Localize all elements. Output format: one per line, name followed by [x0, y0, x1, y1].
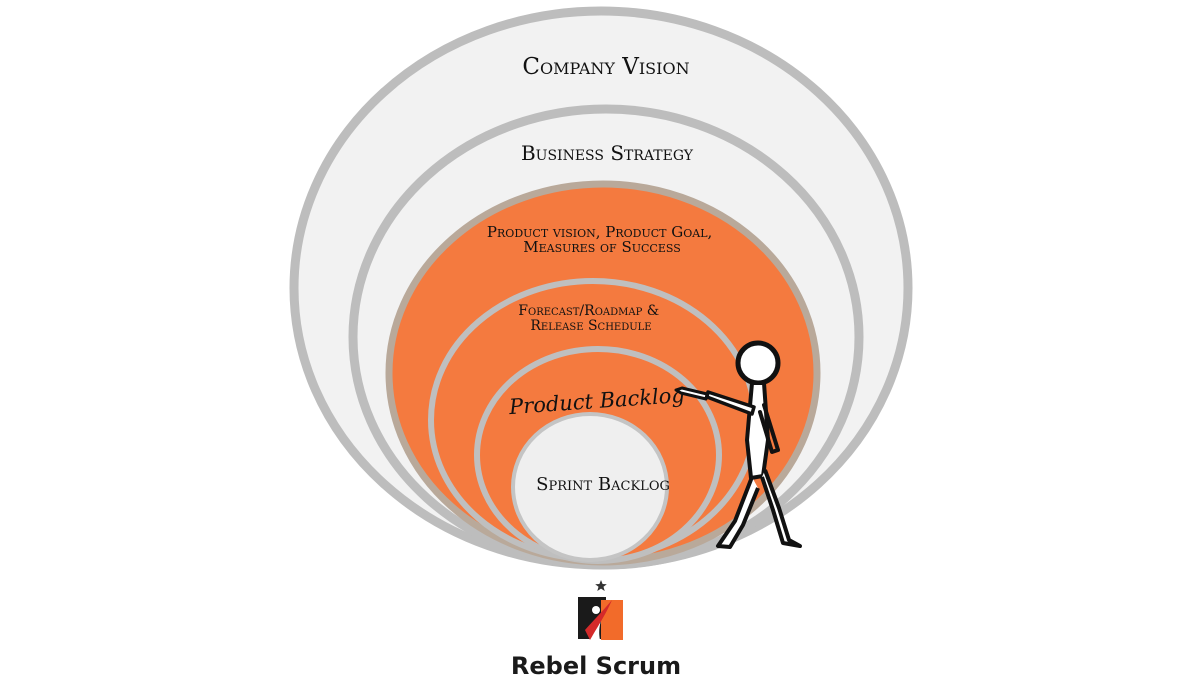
business-strategy-label: Business Strategy: [521, 141, 694, 165]
sprint-backlog-label: Sprint Backlog: [536, 474, 670, 495]
logo-star-icon: [595, 580, 607, 591]
sprint-backlog-circle: [511, 412, 669, 562]
logo-swoosh-icon: [585, 600, 612, 640]
stick-figure-left-leg: [716, 476, 760, 549]
pen-icon: [674, 386, 709, 401]
product-vision-line-1: Product vision, Product Goal,: [487, 223, 712, 241]
product-vision-label: Product vision, Product Goal, Measures o…: [487, 223, 717, 256]
stick-figure-arm: [705, 390, 756, 416]
stick-figure-head: [735, 340, 781, 386]
rebel-scrum-logo: Rebel Scrum: [511, 580, 681, 680]
company-vision-label: Company Vision: [522, 54, 689, 80]
logo-figure-head: [592, 606, 600, 614]
logo-orange-block: [601, 600, 623, 640]
forecast-line-2: Release Schedule: [530, 318, 651, 334]
forecast-label: Forecast/Roadmap & Release Schedule: [518, 303, 663, 334]
forecast-line-1: Forecast/Roadmap &: [518, 303, 659, 319]
stick-figure-back-arm: [758, 403, 780, 454]
stick-figure-right-leg: [760, 469, 802, 548]
logo-wordmark: Rebel Scrum: [511, 652, 681, 680]
product-vision-line-2: Measures of Success: [523, 238, 680, 256]
stick-figure-icon: [674, 340, 802, 549]
